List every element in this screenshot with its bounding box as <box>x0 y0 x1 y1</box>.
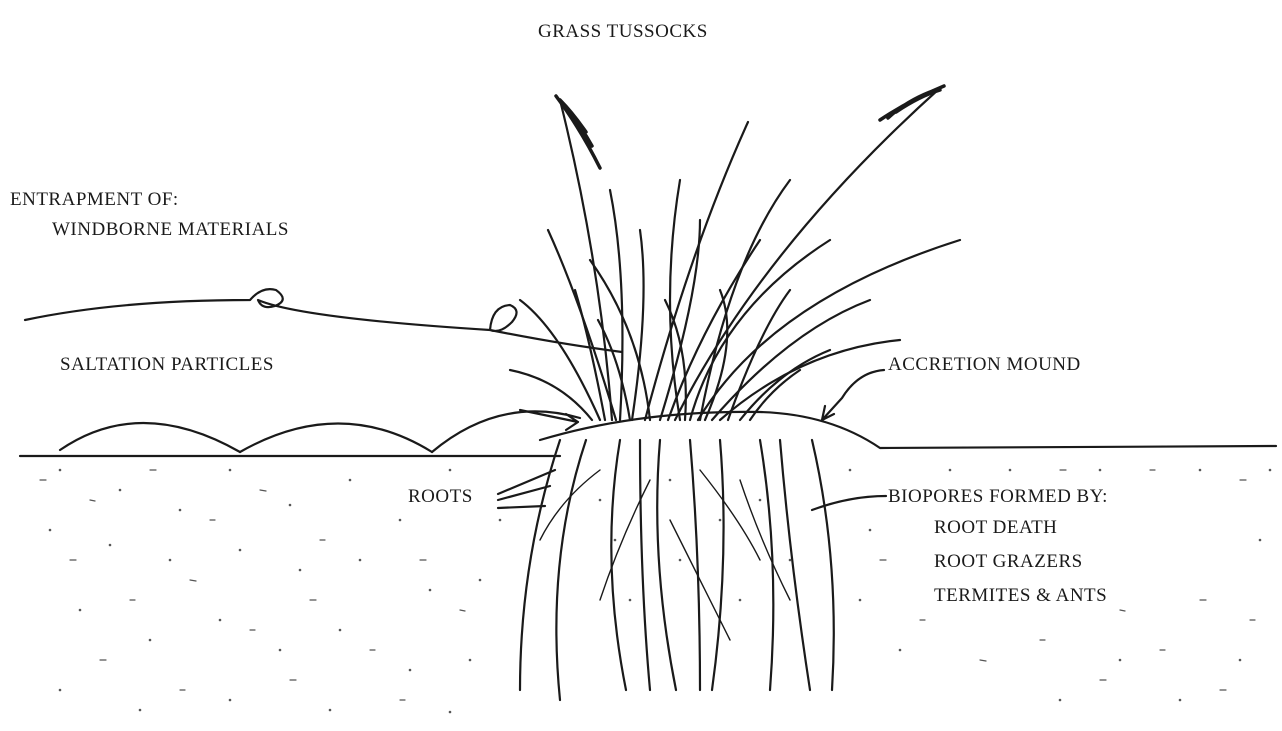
biopores-item-root-death: ROOT DEATH <box>934 518 1057 537</box>
roots <box>520 440 834 700</box>
biopores-item-root-grazers: ROOT GRAZERS <box>934 552 1083 571</box>
arrow-accretion-mound <box>822 370 884 420</box>
entrapment-label: ENTRAPMENT OF: <box>10 190 179 209</box>
saltation-label: SALTATION PARTICLES <box>60 355 274 374</box>
windborne-trajectory <box>25 289 622 352</box>
biopores-item-termites-ants: TERMITES & ANTS <box>934 586 1107 605</box>
seed-head-left <box>556 96 600 168</box>
biopores-heading: BIOPORES FORMED BY: <box>888 487 1108 506</box>
saltation-arc-2 <box>240 424 432 453</box>
accretion-label: ACCRETION MOUND <box>888 355 1081 374</box>
saltation-arc-1 <box>60 423 240 452</box>
roots-label: ROOTS <box>408 487 473 506</box>
windborne-materials-label: WINDBORNE MATERIALS <box>52 220 289 239</box>
title-label: GRASS TUSSOCKS <box>538 22 708 41</box>
